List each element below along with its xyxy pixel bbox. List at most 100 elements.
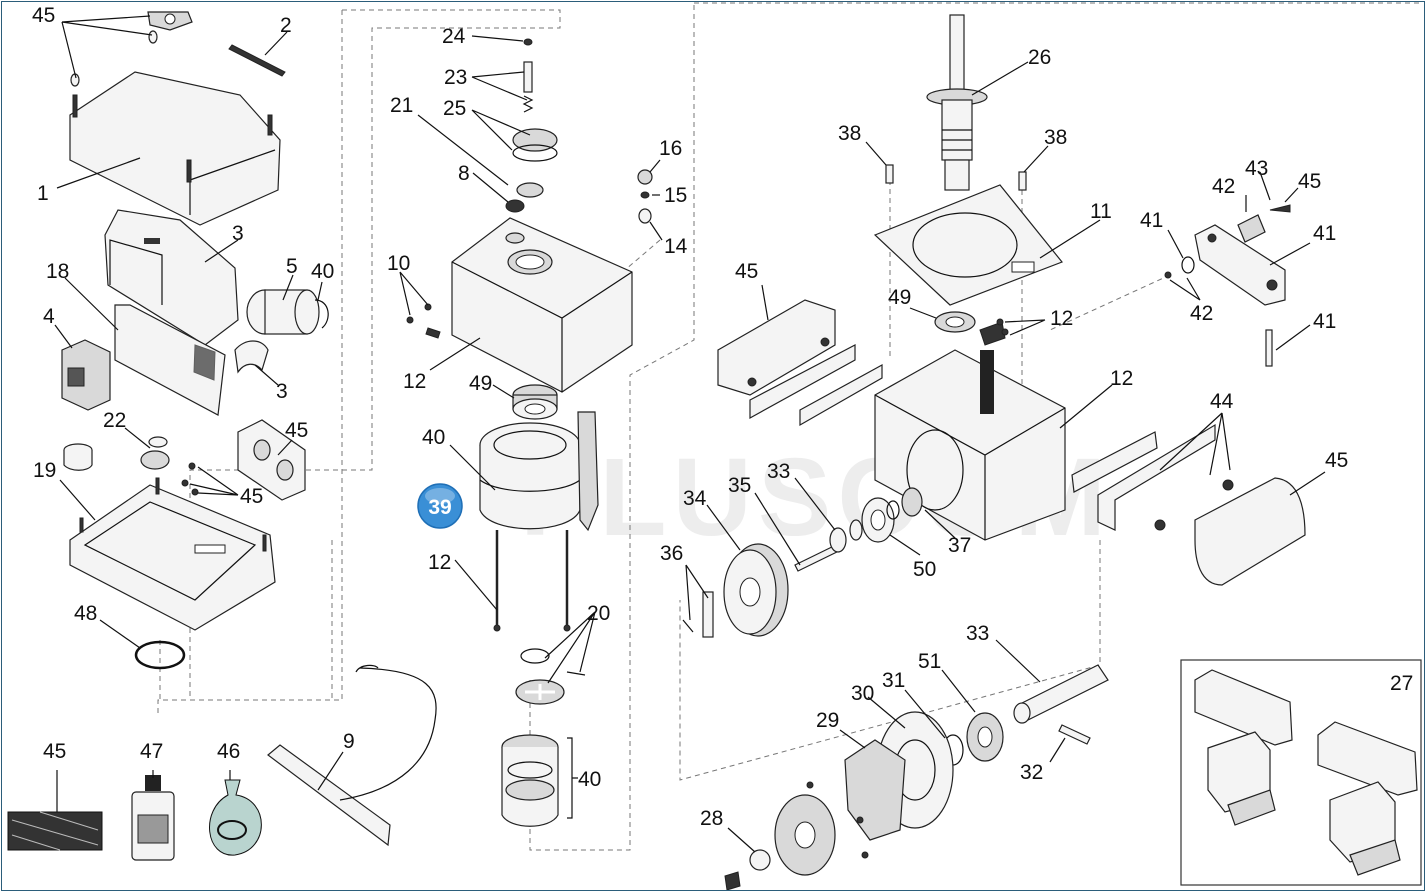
bearing-part-51	[966, 712, 1004, 762]
part-label: 2	[280, 14, 292, 37]
part-label: 1	[37, 182, 49, 205]
part-label: 22	[103, 409, 126, 432]
pin-part-24	[523, 38, 533, 46]
part-label: 51	[918, 650, 941, 673]
part-label: 26	[1028, 46, 1051, 69]
part-label: 45	[285, 419, 308, 442]
part-label: 44	[1210, 390, 1234, 413]
part-label: 45	[43, 740, 66, 763]
bushing-part-22	[140, 436, 170, 470]
arm-part-41	[1194, 224, 1286, 306]
part-label: 20	[587, 602, 610, 625]
bracket-part-45-left	[717, 299, 883, 427]
gearcase-part-12	[874, 349, 1066, 541]
bolts-part-12	[493, 530, 571, 632]
part-label: 45	[1325, 449, 1348, 472]
key-part-36	[682, 591, 714, 638]
part-label: 16	[659, 137, 682, 160]
part-label: 41	[1313, 310, 1336, 333]
part-label: 19	[33, 459, 56, 482]
oil-bottle-part-47	[131, 775, 175, 861]
part-label: 41	[1140, 209, 1163, 232]
bearing-part-49-right	[934, 311, 976, 333]
part-label: 27	[1390, 672, 1413, 695]
part-label: 40	[422, 426, 445, 449]
rotor-part-40	[501, 734, 578, 827]
housing-part-29	[806, 739, 906, 859]
part-label: 36	[660, 542, 683, 565]
cover-part-45-mid	[237, 419, 306, 501]
screws-part-45-small	[181, 462, 199, 496]
part-label: 34	[683, 487, 707, 510]
part-label: 33	[767, 460, 790, 483]
part-label: 42	[1212, 175, 1235, 198]
shaft-part-33	[1013, 664, 1109, 724]
part-label: 11	[1090, 200, 1112, 223]
part-label: 49	[888, 286, 911, 309]
part-label: 35	[728, 474, 751, 497]
screws-part-10	[406, 303, 441, 339]
motor-part-40	[479, 411, 599, 532]
part-label: 37	[948, 534, 971, 557]
part-label: 12	[403, 370, 426, 393]
part-label: 15	[664, 184, 687, 207]
bushing-part-42-top	[1237, 204, 1291, 243]
part-label: 50	[913, 558, 936, 581]
part-label: 30	[851, 682, 874, 705]
part-label: 41	[1313, 222, 1336, 245]
bearing-part-50	[849, 497, 895, 543]
pin-part-23	[522, 61, 534, 113]
part-label: 40	[578, 768, 601, 791]
shaft-part-26	[926, 14, 988, 191]
clip-part-3	[234, 340, 269, 374]
part-label: 29	[816, 709, 839, 732]
washer-part-33-upper	[829, 527, 847, 553]
seal-part-37	[886, 487, 923, 520]
part-label: 45	[240, 485, 263, 508]
part-label: 25	[443, 97, 466, 120]
sprocket-part-28	[724, 794, 836, 891]
gear-part-34	[723, 543, 789, 637]
part-label: 4	[43, 305, 55, 328]
transformer-part-4	[61, 339, 111, 411]
grease-pad-part-45	[7, 811, 103, 851]
part-label: 49	[469, 372, 492, 395]
part-label: 45	[32, 4, 55, 27]
part-label: 5	[286, 255, 298, 278]
part-label: 32	[1020, 761, 1043, 784]
part-label: 42	[1190, 302, 1213, 325]
part-label: 12	[1050, 307, 1073, 330]
cover-part-45-right	[1194, 477, 1306, 586]
plate-part-12-right	[1071, 431, 1158, 493]
inset-box-part-27	[1180, 659, 1422, 886]
part-label: 45	[735, 260, 758, 283]
part-label: 46	[217, 740, 240, 763]
seal-part-8	[505, 182, 544, 213]
highlight-badge-label: 39	[428, 496, 451, 519]
pin-part-32	[1058, 724, 1091, 745]
part-label: 24	[442, 25, 466, 48]
circuit-board-part-18	[114, 304, 226, 416]
part-label: 23	[444, 66, 467, 89]
part-label: 18	[46, 260, 69, 283]
highlight-badge-39[interactable]: 39	[417, 483, 463, 529]
washers-part-42	[1164, 256, 1195, 279]
part-label: 12	[428, 551, 451, 574]
part-label: 38	[838, 122, 861, 145]
pin-part-41	[1265, 329, 1273, 367]
part-label: 12	[1110, 367, 1133, 390]
bracket-part-44	[1097, 423, 1234, 531]
rings-part-20	[515, 648, 586, 705]
cover-plate-45-top	[70, 11, 193, 87]
part-label: 28	[700, 807, 723, 830]
part-label: 40	[311, 260, 334, 283]
part-label: 8	[458, 162, 470, 185]
oring-part-48	[134, 640, 186, 670]
seal-part-25	[512, 128, 558, 162]
cover-part-1	[69, 71, 281, 226]
gearbox-housing-part-12	[451, 217, 633, 393]
base-plate-part-19	[69, 477, 276, 631]
part-label: 38	[1044, 126, 1067, 149]
